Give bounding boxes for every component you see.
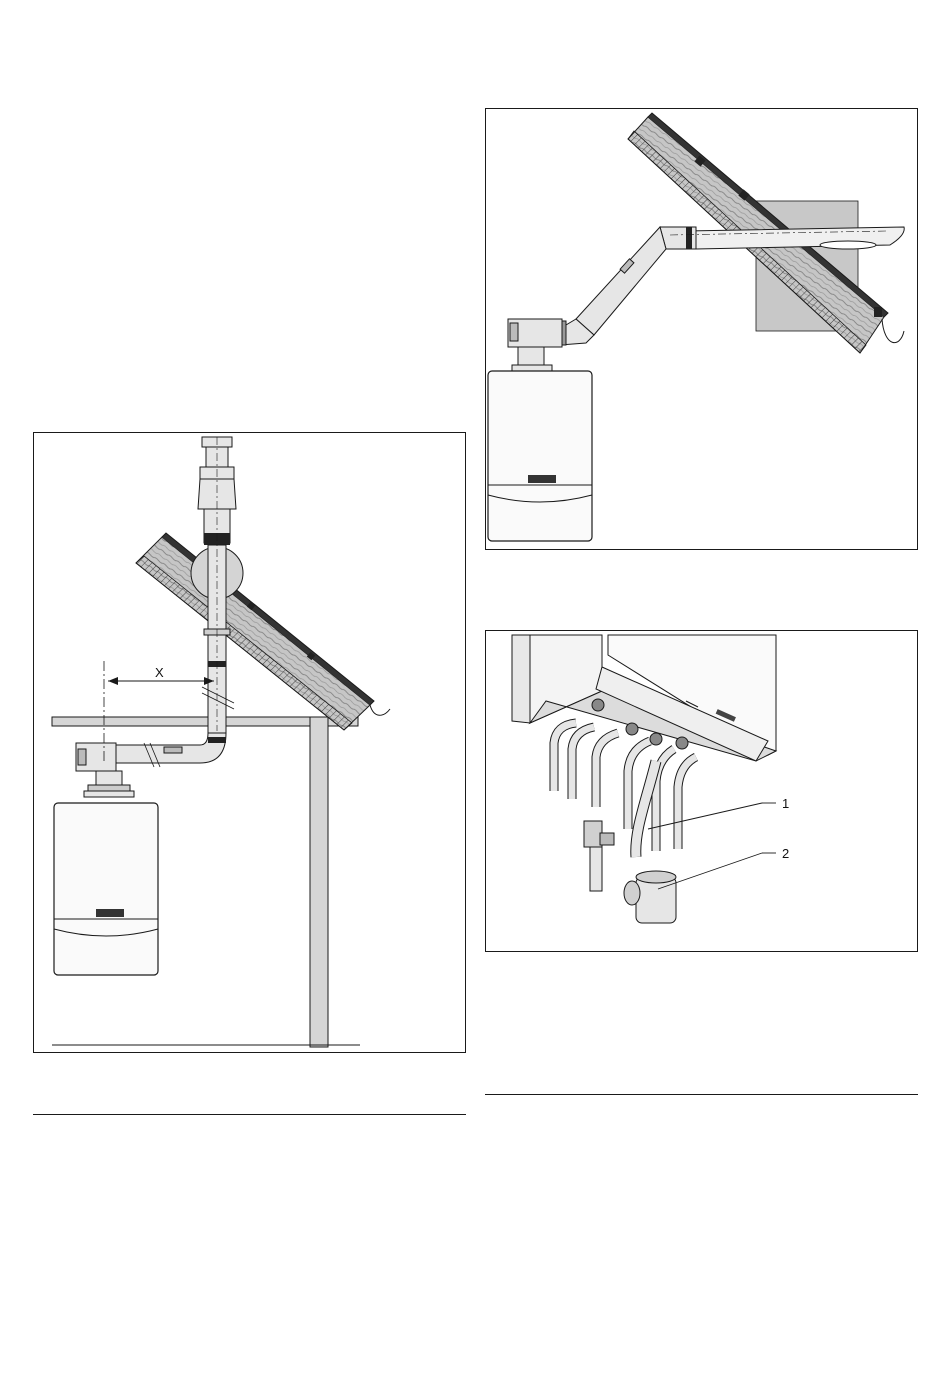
dimension-x-label: X xyxy=(155,665,164,680)
figure-vertical-flue: X xyxy=(33,432,466,1053)
boiler-unit xyxy=(54,803,158,975)
rule-left xyxy=(33,1114,466,1115)
connection-pipes xyxy=(554,723,696,851)
vertical-flue-drawing: X xyxy=(34,433,465,1052)
callout-2-label: 2 xyxy=(782,846,789,861)
figure-pitched-roof-flue xyxy=(485,108,918,550)
pitched-roof-flue-drawing xyxy=(486,109,917,549)
callout-1-label: 1 xyxy=(782,796,789,811)
boiler-unit xyxy=(488,371,592,541)
boiler-connections-drawing: 1 2 xyxy=(486,631,917,951)
siphon-trap xyxy=(624,871,676,923)
vertical-flue-pipe xyxy=(191,437,243,733)
rule-right xyxy=(485,1094,918,1095)
boiler-logo-plate xyxy=(96,909,124,917)
figure-boiler-connections: 1 2 xyxy=(485,630,918,952)
boiler-logo-plate xyxy=(528,475,556,483)
side-wall xyxy=(310,717,328,1047)
roof-section xyxy=(136,533,390,730)
